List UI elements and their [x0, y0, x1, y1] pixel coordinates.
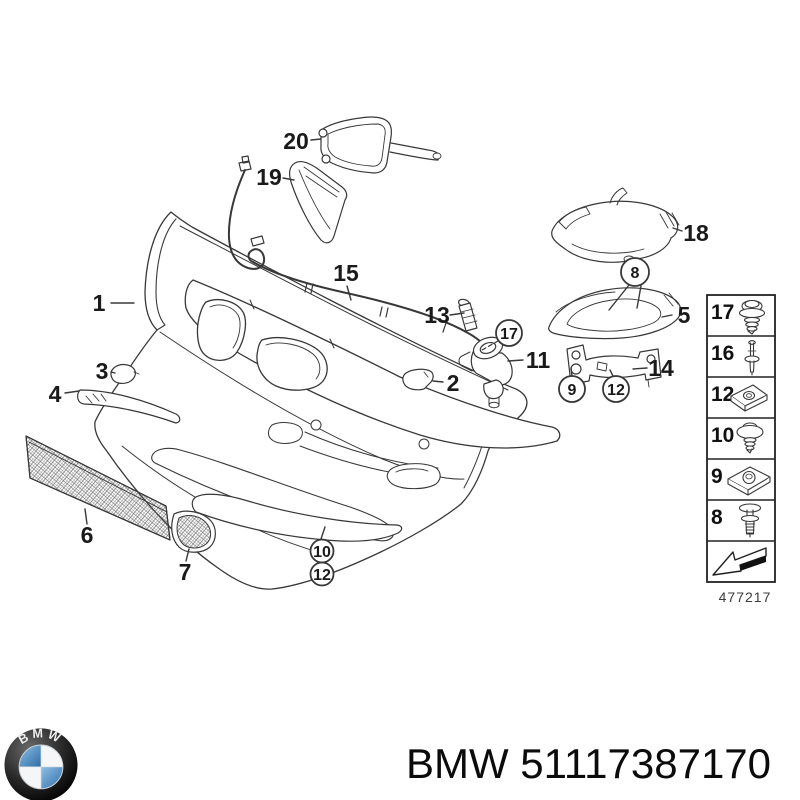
bmw-logo-lettering: BMW: [16, 726, 66, 747]
callout-5: 5: [678, 302, 691, 328]
callout-18: 18: [683, 220, 709, 246]
cover-18-drawing: [551, 187, 680, 263]
callout-14: 14: [648, 355, 674, 381]
holder-bracket-drawing: [318, 116, 442, 174]
drawing-number: 477217: [719, 589, 772, 605]
washer-cover-small-drawing: [110, 363, 140, 384]
callout-10-circled: 10: [313, 544, 331, 561]
callout-12-circled: 12: [607, 382, 625, 399]
flange-screw-icon: [738, 299, 766, 335]
callout-11: 11: [526, 347, 551, 373]
callout-20: 20: [283, 128, 309, 154]
washer-pump-drawing: [458, 298, 513, 409]
callout-17-circled: 17: [500, 326, 518, 343]
washer-hose-drawing: [227, 155, 489, 351]
legend-label-8: 8: [711, 506, 723, 529]
callout-19: 19: [256, 164, 282, 190]
bmw-logo: BMW: [4, 726, 78, 800]
clip-nut-icon: [727, 466, 771, 496]
grille-support-panel-drawing: [184, 279, 561, 449]
callout-15: 15: [333, 260, 359, 286]
side-mesh-grille-drawing: [171, 510, 216, 553]
fog-cover-drawing: [548, 287, 682, 340]
speed-nut-icon: [730, 384, 768, 412]
callout-13: 13: [424, 302, 450, 328]
callout-3: 3: [96, 358, 109, 384]
callout-1: 1: [93, 290, 106, 316]
expansion-rivet-pin-icon: [744, 340, 760, 376]
bmw-logo-quadrants: [18, 744, 64, 790]
legend-label-17: 17: [711, 301, 734, 324]
center-mesh-grille-drawing: [25, 435, 171, 541]
fastener-legend: 17 16 12 10 9 8: [706, 294, 776, 583]
trim-strip-drawing: [77, 389, 181, 424]
legend-label-9: 9: [711, 465, 723, 488]
flange-screw-large-washer-icon: [736, 422, 764, 454]
tow-eye-cover-drawing: [402, 368, 434, 391]
callout-8-circled: 8: [631, 265, 640, 282]
lower-lip-strip-drawing: [191, 493, 403, 542]
callout-4: 4: [49, 381, 62, 407]
callout-2: 2: [447, 370, 460, 396]
direction-arrow-icon: [712, 547, 767, 576]
legend-label-12: 12: [711, 383, 734, 406]
exploded-diagram: 17 16 12 10 9 8: [25, 116, 776, 605]
legend-label-10: 10: [711, 424, 734, 447]
callout-annotations: 20 19 15 1 13 11 2 3 4 6 7 18 5 14 17 8 …: [49, 128, 709, 587]
part-number-title: BMW 51117387170: [406, 740, 772, 787]
callout-12b-circled: 12: [313, 567, 331, 584]
legend-label-16: 16: [711, 342, 734, 365]
callout-6: 6: [81, 522, 94, 548]
callout-7: 7: [179, 559, 192, 585]
bracket-14-drawing: [566, 344, 662, 391]
expansion-rivet-icon: [738, 503, 762, 538]
callout-9-circled: 9: [568, 382, 577, 399]
washer-cover-left-drawing: [289, 161, 348, 244]
